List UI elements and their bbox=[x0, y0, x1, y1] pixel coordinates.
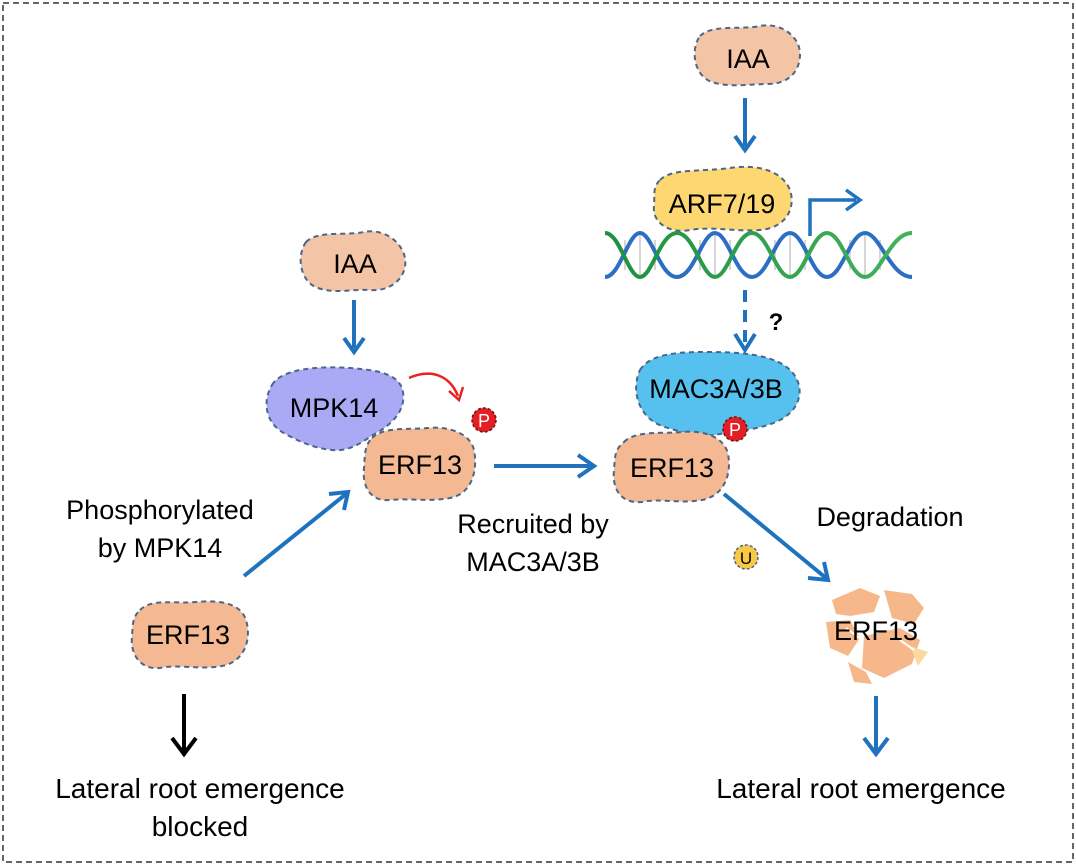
iaa-left-label: IAA bbox=[333, 249, 377, 279]
arrow-iaa-to-mpk14 bbox=[342, 300, 366, 356]
phosphorylation-curved-arrow bbox=[408, 372, 465, 403]
iaa-top-node: IAA bbox=[693, 24, 802, 87]
phosphorylated-label-line2: by MPK14 bbox=[98, 533, 223, 563]
iaa-left-node: IAA bbox=[299, 230, 407, 293]
degradation-label: Degradation bbox=[816, 502, 963, 532]
recruited-label-line2: MAC3A/3B bbox=[466, 547, 600, 577]
arrow-dna-to-mac-dashed bbox=[733, 290, 757, 354]
arrow-to-blocked bbox=[170, 694, 198, 758]
right-outcome-label: Lateral root emergence bbox=[716, 773, 1006, 804]
svg-text:P: P bbox=[729, 420, 741, 440]
phospho-marker-right: P bbox=[722, 416, 748, 442]
ubiquitin-marker: U bbox=[733, 544, 759, 570]
erf13-degraded-label: ERF13 bbox=[834, 616, 918, 646]
transcription-start-arrow bbox=[808, 188, 864, 236]
erf13-mid-label: ERF13 bbox=[378, 450, 462, 480]
left-outcome-line1: Lateral root emergence bbox=[55, 773, 345, 804]
arrow-degradation bbox=[722, 492, 831, 583]
iaa-top-label: IAA bbox=[726, 44, 770, 74]
erf13-degraded-node: ERF13 bbox=[826, 588, 928, 684]
arrow-to-emergence bbox=[862, 696, 890, 758]
arrow-iaa-to-arf bbox=[733, 98, 757, 154]
arrow-recruitment bbox=[494, 453, 598, 479]
arrow-phosphorylation bbox=[242, 489, 351, 578]
erf13-mid-node: ERF13 bbox=[362, 426, 477, 502]
mac-node: MAC3A/3B bbox=[635, 350, 801, 437]
dna-helix bbox=[604, 230, 913, 280]
erf13-bottom-node: ERF13 bbox=[130, 600, 249, 670]
arf-label: ARF7/19 bbox=[669, 189, 776, 219]
question-mark: ? bbox=[769, 309, 784, 336]
erf13-bottom-label: ERF13 bbox=[146, 620, 230, 650]
arf-node: ARF7/19 bbox=[652, 165, 793, 232]
left-outcome-line2: blocked bbox=[152, 811, 249, 842]
mpk14-label: MPK14 bbox=[290, 393, 379, 423]
phosphorylated-label-line1: Phosphorylated bbox=[66, 495, 254, 525]
erf13-right-node: ERF13 bbox=[612, 430, 730, 504]
erf13-right-label: ERF13 bbox=[630, 453, 714, 483]
phospho-marker-mid: P bbox=[471, 407, 497, 433]
svg-text:P: P bbox=[478, 411, 490, 431]
mac-label: MAC3A/3B bbox=[649, 374, 783, 404]
recruited-label-line1: Recruited by bbox=[457, 509, 609, 539]
mpk14-node: MPK14 bbox=[265, 366, 405, 452]
svg-text:U: U bbox=[740, 549, 752, 568]
